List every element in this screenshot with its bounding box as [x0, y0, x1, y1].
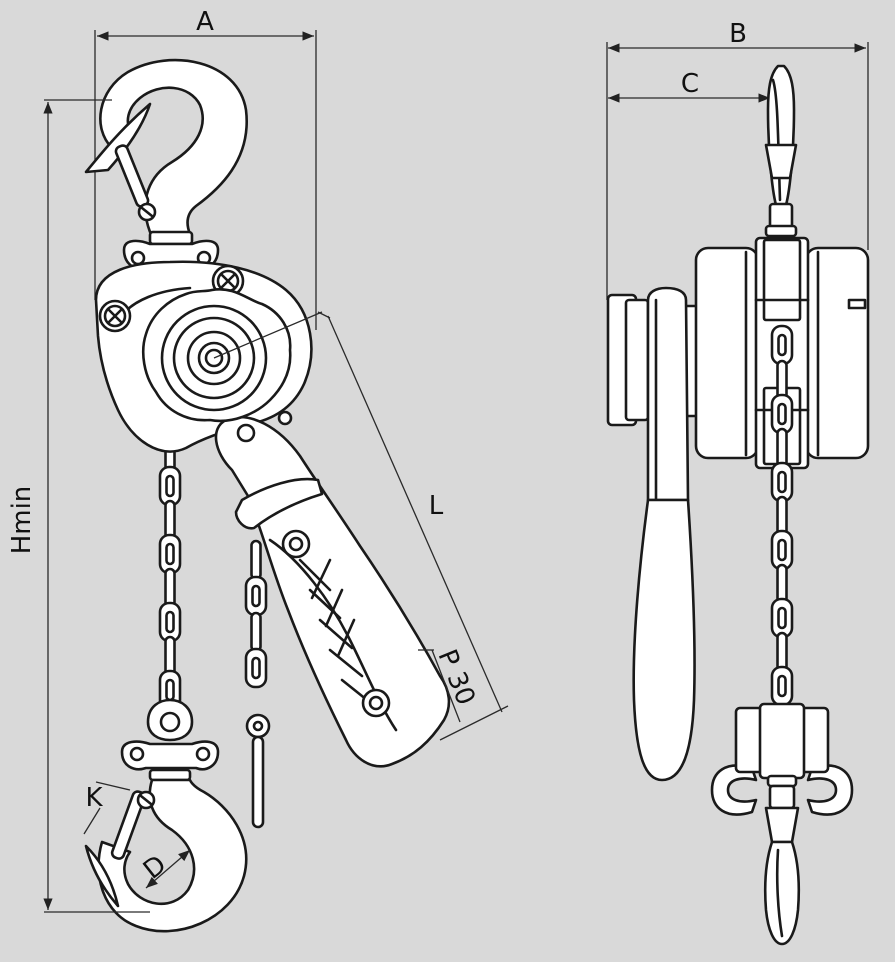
- dim-p-line: [431, 649, 461, 723]
- handle-bolt-lower: [361, 688, 391, 718]
- front-view: A Hmin L P 30 K D: [7, 7, 509, 933]
- screw-left: [98, 299, 132, 333]
- dim-l-bottom-ext: [439, 705, 509, 741]
- hand-chain: [244, 539, 271, 829]
- label-b: B: [729, 19, 747, 49]
- dim-l-line: [327, 315, 503, 713]
- side-top-hook: [764, 64, 798, 238]
- label-l: L: [429, 491, 444, 521]
- dim-k-ext: [95, 781, 131, 791]
- handle-bolt-upper: [281, 529, 311, 559]
- dim-k-line: [83, 807, 101, 835]
- side-lever: [632, 286, 696, 782]
- label-a: A: [196, 7, 214, 37]
- side-bottom-swivel: [710, 702, 854, 816]
- label-d: D: [138, 850, 172, 886]
- bottom-bracket: [120, 698, 220, 782]
- bottom-hook: [84, 778, 248, 933]
- side-bottom-hook: [763, 784, 801, 946]
- side-flange: [606, 293, 700, 427]
- label-hmin: Hmin: [7, 486, 37, 555]
- ratchet-wheel: [142, 287, 292, 423]
- lever-handle: [214, 410, 451, 768]
- side-view: B C: [606, 19, 870, 946]
- top-hook: [84, 58, 248, 246]
- dim-d-line: [145, 849, 191, 889]
- label-k: K: [85, 783, 103, 813]
- load-chain: [158, 431, 182, 711]
- dim-l-center-line: [213, 311, 323, 359]
- label-c: C: [681, 69, 699, 99]
